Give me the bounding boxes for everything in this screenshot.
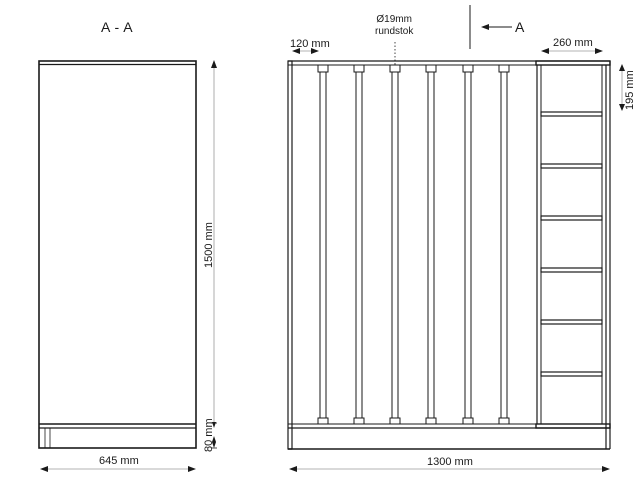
rod-note: Ø19mm rundstok bbox=[375, 14, 413, 38]
shelf-spacing-label: 195 mm bbox=[624, 70, 636, 110]
shelf-width-label: 260 mm bbox=[553, 37, 593, 49]
section-base-label: 80 mm bbox=[203, 418, 215, 452]
total-width-label: 1300 mm bbox=[427, 456, 473, 468]
rods bbox=[317, 64, 510, 425]
section-arrow-icon bbox=[481, 24, 489, 30]
section-height-label: 1500 mm bbox=[203, 222, 215, 268]
section-marker-label: A bbox=[515, 19, 525, 35]
section-width-label: 645 mm bbox=[99, 455, 139, 467]
section-arrowheads bbox=[40, 60, 217, 472]
front-arrowheads bbox=[289, 48, 625, 472]
section-marker bbox=[469, 5, 512, 49]
section-dimensions bbox=[42, 64, 215, 470]
rod-note-diameter: Ø19mm bbox=[376, 14, 412, 25]
base-dim-ticks bbox=[211, 422, 217, 449]
section-title: A - A bbox=[101, 19, 134, 35]
shelf-unit bbox=[535, 60, 611, 449]
section-view bbox=[38, 60, 197, 449]
front-view bbox=[287, 60, 611, 450]
rod-spacing-label: 120 mm bbox=[290, 38, 330, 50]
rod-note-material: rundstok bbox=[375, 26, 414, 37]
front-dimensions bbox=[290, 50, 623, 470]
